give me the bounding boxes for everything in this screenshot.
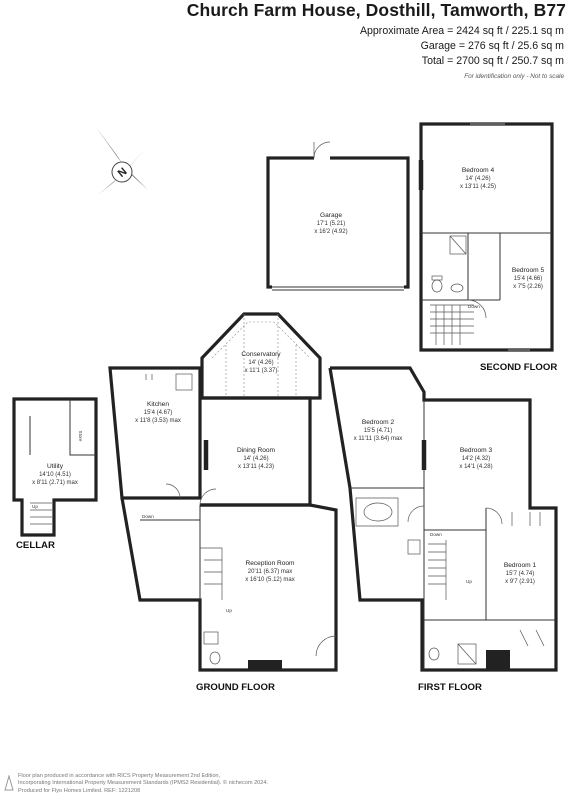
kitchen-dim1: 15'4 (4.67) xyxy=(144,410,173,416)
ground-down-label: Down xyxy=(142,514,154,519)
bedroom1-dim1: 15'7 (4.74) xyxy=(506,571,535,577)
footer-line-1: Floor plan produced in accordance with R… xyxy=(18,773,221,779)
bedroom2-name: Bedroom 2 xyxy=(362,419,395,426)
utility-dim2: x 8'11 (2.71) max xyxy=(32,480,78,486)
garage-area-text: Garage = 276 sq ft / 25.6 sq m xyxy=(420,40,564,52)
first-floor-label: FIRST FLOOR xyxy=(418,682,482,693)
ground-floor-label: GROUND FLOOR xyxy=(196,682,275,693)
bedroom5-dim2: x 7'5 (2.26) xyxy=(513,284,543,290)
bedroom4-dim2: x 13'11 (4.25) xyxy=(460,184,496,190)
page-title: Church Farm House, Dosthill, Tamworth, B… xyxy=(186,0,566,20)
garage-dim1: 17'1 (5.21) xyxy=(317,221,346,227)
bedroom1-dim2: x 9'7 (2.91) xyxy=(505,579,535,585)
footer-line-2: Incorporating International Property Mea… xyxy=(18,780,269,787)
reception-dim2: x 16'10 (5.12) max xyxy=(245,577,295,583)
first-floor-down-label: Down xyxy=(430,532,442,537)
total-area-text: Total = 2700 sq ft / 250.7 sq m xyxy=(421,55,564,67)
bedroom3-dim1: 14'2 (4.32) xyxy=(462,456,491,462)
bedroom5-dim1: 15'4 (4.66) xyxy=(514,276,543,282)
approx-area-text: Approximate Area = 2424 sq ft / 225.1 sq… xyxy=(359,25,564,37)
footer-line-3: Produced for Flyo Homes Limited. REF: 12… xyxy=(18,787,141,794)
bedroom3-name: Bedroom 3 xyxy=(460,447,493,454)
identification-note: For identification only - Not to scale xyxy=(464,73,564,80)
second-floor-label: SECOND FLOOR xyxy=(480,362,557,373)
reception-dim1: 20'11 (6.37) max xyxy=(248,569,292,575)
cellar-plan xyxy=(12,397,98,537)
reception-name: Reception Room xyxy=(245,560,295,567)
second-floor-down-label: Down xyxy=(468,304,480,309)
utility-name: Utility xyxy=(47,463,64,470)
ground-floor-plan xyxy=(108,312,338,672)
cellar-label: CELLAR xyxy=(16,540,55,551)
compass: N xyxy=(96,127,148,195)
store-label: Store xyxy=(78,431,83,442)
nichecom-logo-icon xyxy=(4,775,14,791)
dining-name: Dining Room xyxy=(237,447,276,454)
garage-dim2: x 16'2 (4.92) xyxy=(314,229,347,235)
footer-text: Floor plan produced in accordance with R… xyxy=(18,773,268,795)
bedroom2-dim2: x 11'11 (3.64) max xyxy=(354,436,403,442)
ground-up-label: Up xyxy=(226,608,232,613)
kitchen-name: Kitchen xyxy=(147,401,169,408)
second-floor-plan xyxy=(418,122,554,352)
bedroom1-name: Bedroom 1 xyxy=(504,562,537,569)
dining-dim1: 14' (4.26) xyxy=(243,456,268,462)
dining-dim2: x 13'11 (4.23) xyxy=(238,464,274,470)
conservatory-name: Conservatory xyxy=(241,351,281,358)
first-floor-up-label: Up xyxy=(466,579,472,584)
bedroom3-dim2: x 14'1 (4.28) xyxy=(459,464,492,470)
first-floor-plan xyxy=(328,366,558,672)
conservatory-dim1: 14' (4.26) xyxy=(248,360,273,366)
bedroom4-dim1: 14' (4.26) xyxy=(465,176,490,182)
bedroom2-dim1: 15'5 (4.71) xyxy=(364,428,393,434)
conservatory-dim2: x 11'1 (3.37) xyxy=(245,368,278,374)
bedroom4-name: Bedroom 4 xyxy=(462,167,495,174)
utility-dim1: 14'10 (4.51) xyxy=(39,472,71,478)
garage-plan xyxy=(266,141,410,291)
cellar-up-label: Up xyxy=(32,504,38,509)
bedroom5-name: Bedroom 5 xyxy=(512,267,545,274)
garage-name: Garage xyxy=(320,212,342,219)
kitchen-dim2: x 11'8 (3.53) max xyxy=(135,418,181,424)
